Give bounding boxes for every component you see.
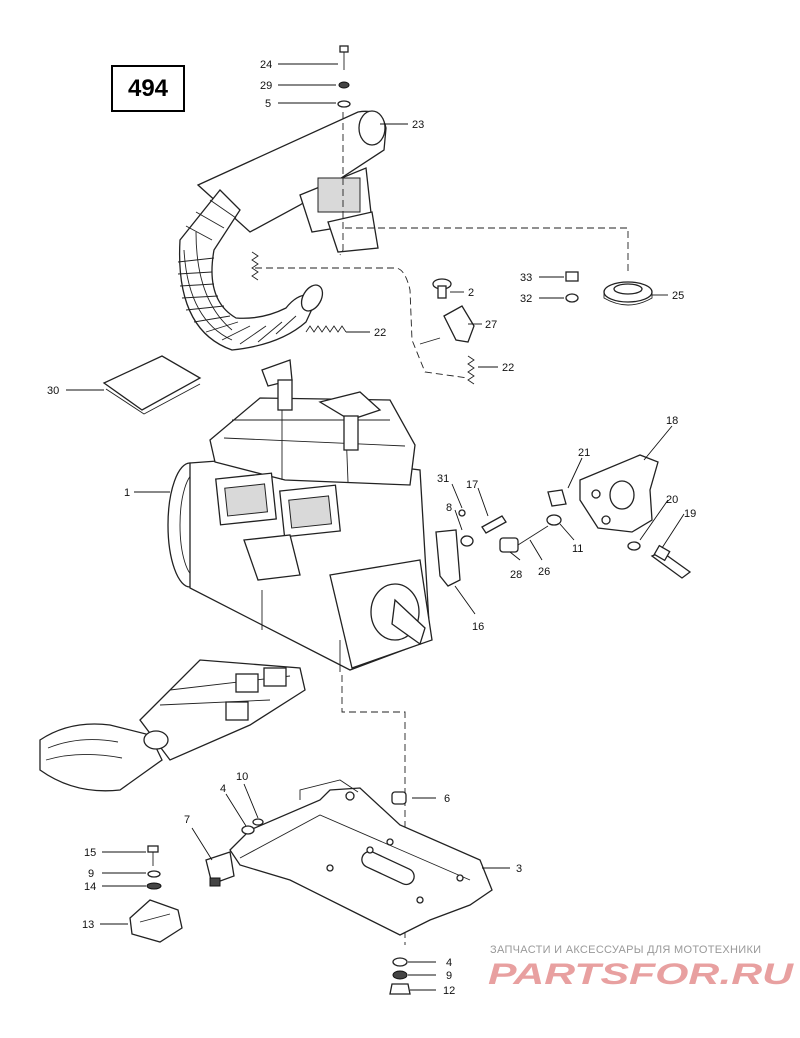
callout-10: 10 bbox=[236, 771, 248, 783]
callout-4-lower: 4 bbox=[446, 957, 452, 969]
callout-3: 3 bbox=[516, 863, 522, 875]
callout-1: 1 bbox=[124, 487, 130, 499]
engine-mount-plate-part bbox=[229, 779, 493, 936]
callout-13: 13 bbox=[82, 919, 94, 931]
grommet-part bbox=[603, 281, 653, 306]
watermark-logo-text: PARTSFOR.RU bbox=[488, 958, 795, 990]
callout-20: 20 bbox=[666, 494, 678, 506]
nut-washer-part bbox=[565, 271, 579, 303]
fastener-group-right bbox=[458, 489, 692, 579]
watermark-caption: ЗАПЧАСТИ И АКСЕССУАРЫ ДЛЯ МОТОТЕХНИКИ bbox=[490, 944, 762, 956]
callout-7: 7 bbox=[184, 814, 190, 826]
callout-5: 5 bbox=[265, 98, 271, 110]
engine-part bbox=[167, 359, 433, 672]
diagram-number-box: 494 bbox=[111, 65, 185, 112]
callout-29: 29 bbox=[260, 80, 272, 92]
callout-30: 30 bbox=[47, 385, 59, 397]
callout-27: 27 bbox=[485, 319, 497, 331]
callout-25: 25 bbox=[672, 290, 684, 302]
assembly-dashed-lines bbox=[255, 112, 629, 945]
gasket-sheet-part bbox=[102, 355, 202, 415]
leader-lines bbox=[66, 63, 685, 991]
left-bolt-stack bbox=[129, 845, 183, 943]
callout-33: 33 bbox=[520, 272, 532, 284]
callout-28: 28 bbox=[510, 569, 522, 581]
bracket-27-part bbox=[419, 278, 475, 345]
callout-labels: 24 29 5 23 33 32 25 2 27 22 22 30 1 18 2… bbox=[47, 59, 696, 997]
bracket-18-part bbox=[579, 454, 659, 533]
callout-12: 12 bbox=[443, 985, 455, 997]
callout-14: 14 bbox=[84, 881, 96, 893]
callout-31: 31 bbox=[437, 473, 449, 485]
callout-4-upper: 4 bbox=[220, 783, 226, 795]
callout-26: 26 bbox=[538, 566, 550, 578]
callout-32: 32 bbox=[520, 293, 532, 305]
callout-15: 15 bbox=[84, 847, 96, 859]
callout-17: 17 bbox=[466, 479, 478, 491]
callout-24: 24 bbox=[260, 59, 272, 71]
spring-part bbox=[251, 251, 475, 385]
callout-9-left: 9 bbox=[88, 868, 94, 880]
callout-9-lower: 9 bbox=[446, 970, 452, 982]
callout-19: 19 bbox=[684, 508, 696, 520]
mount-washers bbox=[241, 791, 407, 835]
callout-21: 21 bbox=[578, 447, 590, 459]
callout-22-right: 22 bbox=[502, 362, 514, 374]
bottom-nut-stack bbox=[389, 957, 411, 995]
exhaust-manifold-part bbox=[39, 659, 306, 792]
callout-11: 11 bbox=[572, 543, 583, 555]
exhaust-pipe-part bbox=[177, 110, 387, 351]
callout-8: 8 bbox=[446, 502, 452, 514]
callout-2: 2 bbox=[468, 287, 474, 299]
callout-6: 6 bbox=[444, 793, 450, 805]
callout-23: 23 bbox=[412, 119, 424, 131]
rubber-mount-part bbox=[205, 851, 235, 887]
callout-18: 18 bbox=[666, 415, 678, 427]
callout-22-left: 22 bbox=[374, 327, 386, 339]
bolt-stack-top bbox=[337, 45, 351, 108]
watermark-logo: PARTSFOR.RU bbox=[488, 958, 795, 990]
callout-16: 16 bbox=[472, 621, 484, 633]
